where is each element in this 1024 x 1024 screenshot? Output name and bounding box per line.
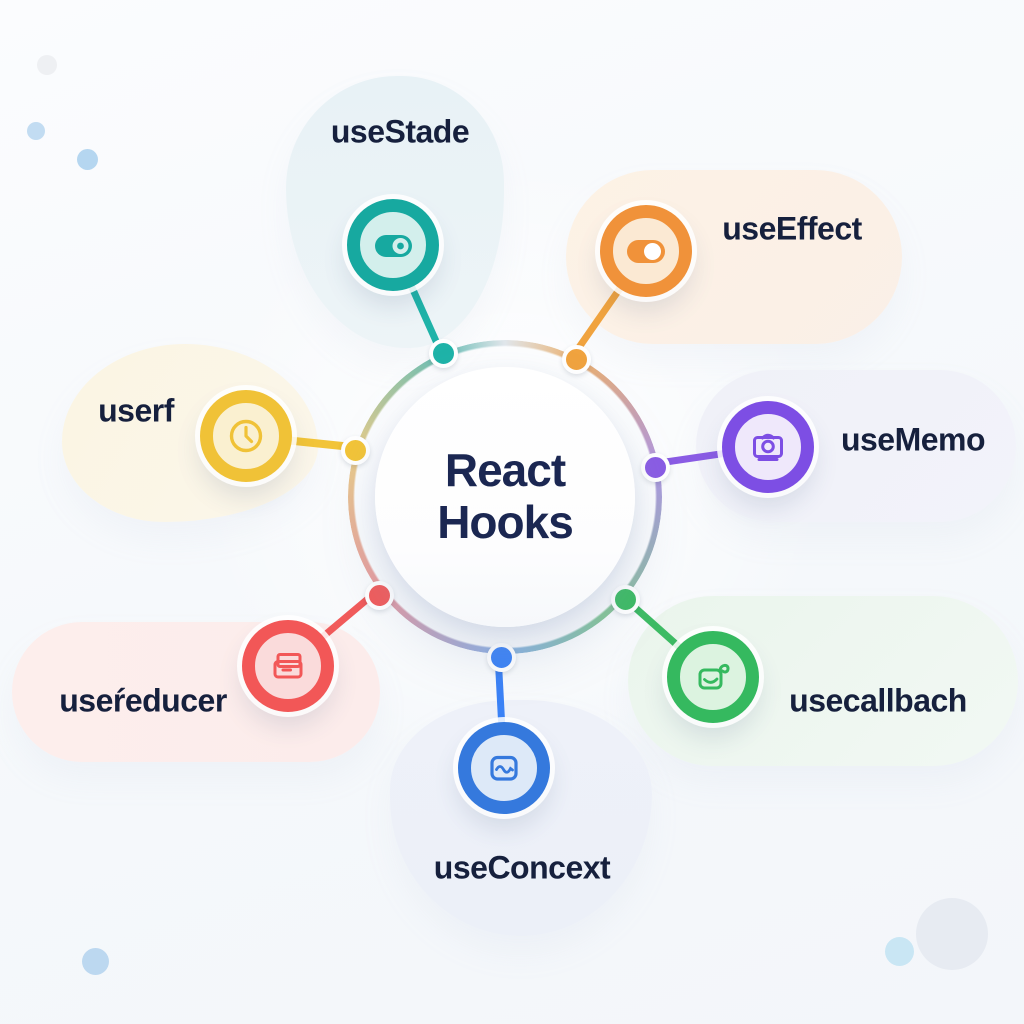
printer-icon xyxy=(273,653,303,679)
usememo-node xyxy=(722,401,814,493)
toggle-on-icon xyxy=(627,240,665,263)
callback-box-icon xyxy=(698,663,730,690)
decor-dot xyxy=(37,55,57,75)
useeffect-ring-dot xyxy=(562,345,591,374)
usestate-node xyxy=(347,199,439,291)
usecontext-node xyxy=(458,722,550,814)
decor-dot xyxy=(77,149,98,170)
usereducer-label: useŕeducer xyxy=(59,682,227,719)
title-line-2: Hooks xyxy=(437,496,574,548)
wave-square-icon xyxy=(490,755,518,781)
useref-ring-dot xyxy=(341,436,370,465)
useref-label: userf xyxy=(98,392,174,429)
usestate-label: useStade xyxy=(330,113,470,150)
usecallback-ring-dot xyxy=(611,585,640,614)
usereducer-ring-dot xyxy=(365,581,394,610)
decor-dot xyxy=(916,898,988,970)
title-line-1: React xyxy=(444,444,566,497)
decor-dot xyxy=(82,948,109,975)
useref-node xyxy=(200,390,292,482)
diagram-title: React Hooks xyxy=(437,444,574,548)
usememo-label: useMemo xyxy=(840,421,986,458)
toggle-on-icon xyxy=(375,235,412,257)
useeffect-node xyxy=(600,205,692,297)
usememo-ring-dot xyxy=(641,453,670,482)
decor-dot xyxy=(885,937,914,966)
usecontext-ring-dot xyxy=(487,643,516,672)
usestate-ring-dot xyxy=(429,339,458,368)
usereducer-node xyxy=(242,620,334,712)
clock-icon xyxy=(229,419,263,453)
usecontext-label: useConcext xyxy=(433,849,611,886)
usecallback-node xyxy=(667,631,759,723)
decor-dot xyxy=(27,122,45,140)
center-circle: React Hooks xyxy=(375,367,635,627)
usecallback-label: usecallbach xyxy=(789,682,967,719)
useeffect-label: useEffect xyxy=(722,210,862,247)
camera-icon xyxy=(753,433,783,461)
